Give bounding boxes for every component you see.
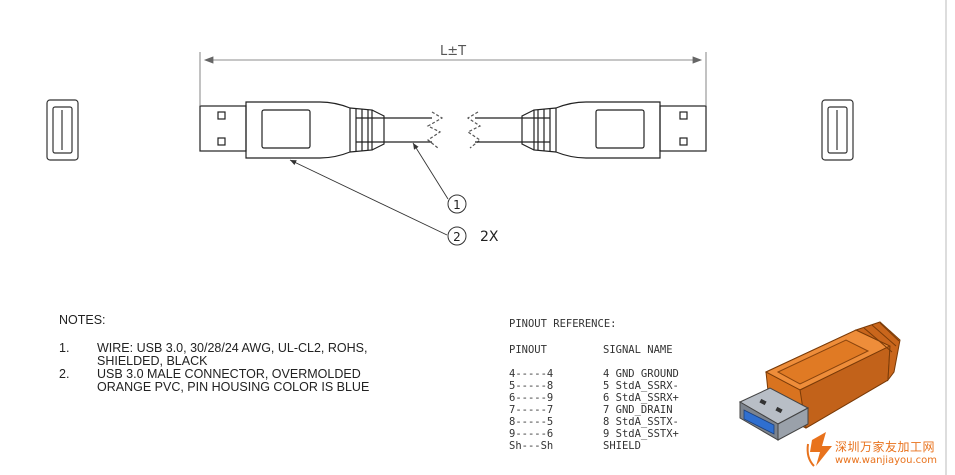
overall-length-dimension [199,52,707,105]
notes-heading: NOTES: [59,313,106,327]
signal-name: 6 StdA_SSRX+ [603,392,679,404]
note-number: 2. [59,367,70,381]
note-text: USB 3.0 MALE CONNECTOR, OVERMOLDED ORANG… [97,367,370,394]
left-end-view [46,99,79,161]
callout-2-balloon: 2 [447,226,467,246]
note-text: WIRE: USB 3.0, 30/28/24 AWG, UL-CL2, ROH… [97,341,368,368]
signal-name: 8 StdA_SSTX- [603,416,679,428]
pinout-row: Sh---Sh SHIELD [509,440,679,452]
pinout-column-header: PINOUT [509,344,547,356]
note-item: 2. USB 3.0 MALE CONNECTOR, OVERMOLDED OR… [59,368,369,394]
left-connector [199,101,385,159]
pinout-title: PINOUT REFERENCE: [509,318,617,330]
signal-name: SHIELD [603,440,641,452]
callout-1-balloon: 1 [447,194,467,214]
signal-name: 5 StdA_SSRX- [603,380,679,392]
cable-left-segment [384,111,444,149]
right-connector [521,101,707,159]
pin-mapping: 6-----9 [509,392,554,404]
signal-column-header: SIGNAL NAME [603,344,673,356]
callout-leaders [289,142,449,236]
right-end-view [821,99,854,161]
note-item: 1. WIRE: USB 3.0, 30/28/24 AWG, UL-CL2, … [59,342,369,368]
watermark-logo-icon [806,432,832,467]
pin-mapping: 8-----5 [509,416,554,428]
usb-connector-render [738,321,901,441]
pinout-row: 7-----7 7 GND_DRAIN [509,404,679,416]
note-number: 1. [59,341,70,355]
pin-mapping: Sh---Sh [509,440,554,452]
watermark-name: 深圳万家友加工网 [835,440,936,454]
pinout-row: 8-----5 8 StdA_SSTX- [509,416,679,428]
callout-2-quantity: 2X [480,229,499,245]
callout-1-number: 1 [453,198,461,212]
pin-mapping: 9-----6 [509,428,554,440]
watermark-url: www.wanjiayou.com [835,455,938,466]
callout-2-number: 2 [453,230,461,244]
pinout-row: 9-----6 9 StdA_SSTX+ [509,428,679,440]
pin-mapping: 5-----8 [509,380,554,392]
pin-mapping: 4-----4 [509,368,554,380]
signal-name: 4 GND GROUND [603,368,679,380]
notes-block: NOTES: 1. WIRE: USB 3.0, 30/28/24 AWG, U… [59,314,369,394]
pin-mapping: 7-----7 [509,404,554,416]
pinout-row: 4-----4 4 GND GROUND [509,368,679,380]
pinout-row: 6-----9 6 StdA_SSRX+ [509,392,679,404]
pinout-reference: PINOUT REFERENCE: PINOUT SIGNAL NAME 4--… [509,318,679,452]
dimension-label: L±T [440,44,466,59]
pinout-row: 5-----8 5 StdA_SSRX- [509,380,679,392]
pinout-header-row: PINOUT SIGNAL NAME [509,344,679,356]
watermark: 深圳万家友加工网 www.wanjiayou.com [835,438,937,466]
cable-right-segment [466,111,522,149]
signal-name: 9 StdA_SSTX+ [603,428,679,440]
signal-name: 7 GND_DRAIN [603,404,673,416]
